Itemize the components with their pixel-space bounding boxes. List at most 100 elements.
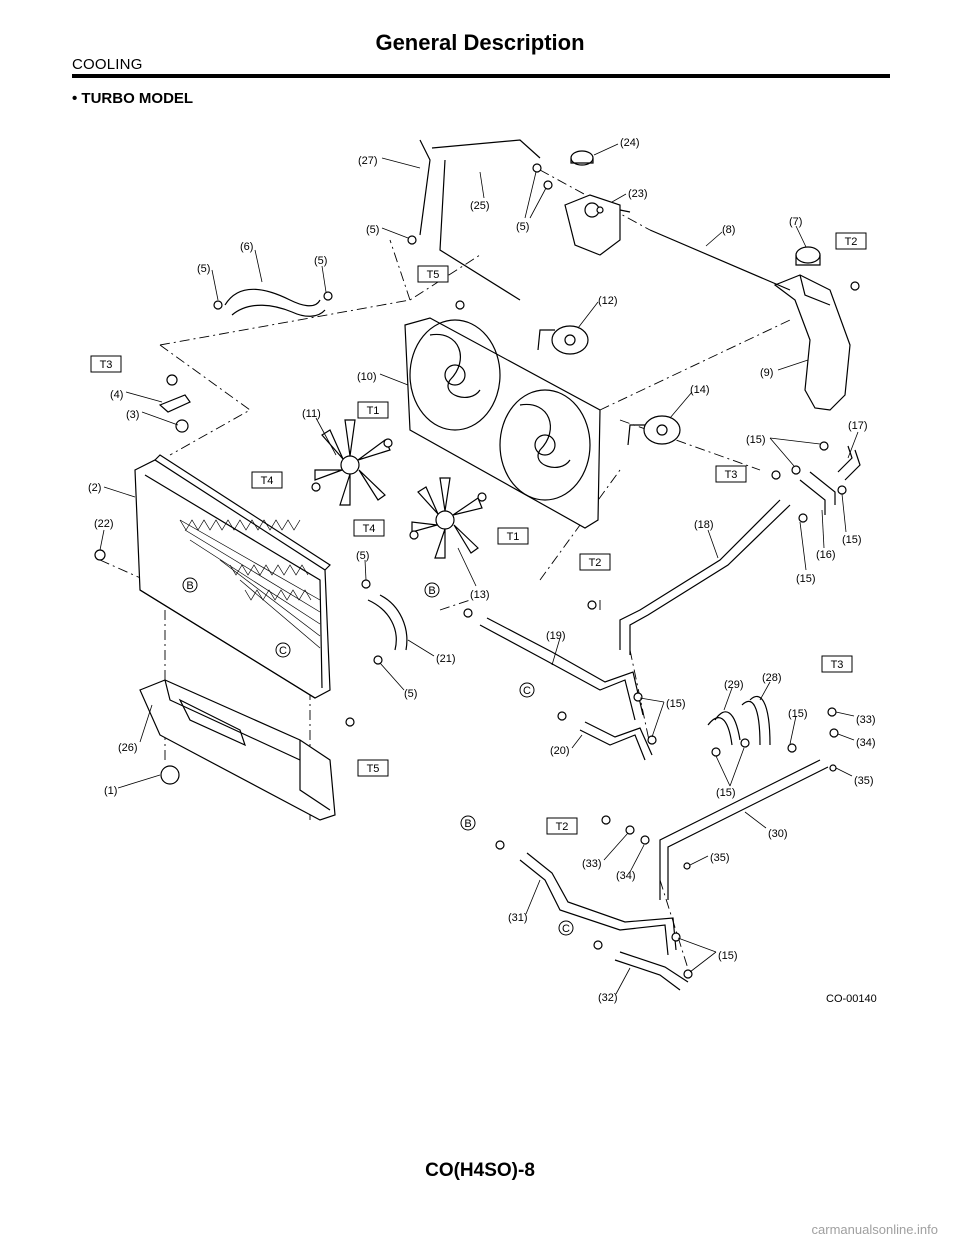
callout-label: (10) — [357, 371, 377, 383]
circled-marker: C — [519, 682, 535, 698]
torque-box: T5 — [357, 759, 389, 777]
torque-box-frame — [357, 759, 389, 777]
section-name: COOLING — [72, 56, 143, 73]
circled-marker-ring — [275, 642, 291, 658]
fan-blade-11 — [314, 419, 391, 506]
callout-label: (15) — [718, 950, 738, 962]
reservoir-tank-9 — [773, 246, 851, 411]
torque-box: T2 — [579, 553, 611, 571]
hose-29 — [707, 711, 741, 746]
torque-box-frame — [821, 655, 853, 673]
torque-box-frame — [546, 817, 578, 835]
callout-label: (28) — [762, 672, 782, 684]
hose-16 — [799, 471, 836, 515]
fan-blade-13 — [411, 477, 483, 559]
circled-marker-letter: B — [464, 818, 471, 830]
torque-box-label: T3 — [100, 359, 113, 371]
torque-box: T4 — [251, 471, 283, 489]
torque-box: T3 — [715, 465, 747, 483]
circled-marker-ring — [519, 682, 535, 698]
torque-box: T2 — [835, 232, 867, 250]
page-number: CO(H4SO)-8 — [425, 1160, 535, 1181]
torque-box-label: T5 — [427, 269, 440, 281]
callout-label: (34) — [616, 870, 636, 882]
fasteners — [94, 163, 860, 979]
callout-label: (5) — [314, 255, 327, 267]
torque-box: T5 — [417, 265, 449, 283]
hose-19 — [479, 617, 644, 721]
torque-box-label: T4 — [363, 523, 376, 535]
circled-marker: C — [275, 642, 291, 658]
callout-label: (35) — [854, 775, 874, 787]
torque-box-frame — [417, 265, 449, 283]
hose-32 — [614, 951, 689, 991]
header-rule — [72, 74, 890, 78]
hose-6 — [224, 288, 326, 317]
hose-28 — [741, 695, 771, 746]
torque-box-label: T2 — [845, 236, 858, 248]
torque-box: T4 — [353, 519, 385, 537]
callout-label: (13) — [470, 589, 490, 601]
circled-marker: B — [424, 582, 440, 598]
callout-label: (32) — [598, 992, 618, 1004]
callout-label: (20) — [550, 745, 570, 757]
circled-marker: B — [182, 577, 198, 593]
hose-31 — [519, 852, 677, 956]
callout-label: (16) — [816, 549, 836, 561]
callout-label: (15) — [746, 434, 766, 446]
callout-label: (26) — [118, 742, 138, 754]
circled-marker: C — [558, 920, 574, 936]
torque-box-frame — [835, 232, 867, 250]
callout-label: (5) — [197, 263, 210, 275]
diagram-reference-code: CO-00140 — [826, 993, 877, 1005]
callout-label: (9) — [760, 367, 773, 379]
torque-box: T3 — [90, 355, 122, 373]
pipe-30 — [659, 759, 829, 900]
radiator — [134, 454, 331, 699]
callout-labels: (1)(2)(3)(4)(5)(6)(5)(5)(27)(25)(5)(24)(… — [88, 137, 876, 1004]
hose-20 — [579, 721, 653, 761]
hose-17 — [837, 445, 861, 481]
overflow-pipe-8 — [649, 229, 791, 291]
circled-marker: B — [460, 815, 476, 831]
hose-27 — [419, 139, 541, 236]
filler-cap-24 — [570, 150, 594, 166]
torque-box-label: T3 — [831, 659, 844, 671]
callout-label: (19) — [546, 630, 566, 642]
leader-lines — [99, 143, 859, 995]
torque-box-frame — [357, 401, 389, 419]
callout-label: (15) — [796, 573, 816, 585]
torque-box-label: T2 — [589, 557, 602, 569]
circled-marker-ring — [182, 577, 198, 593]
torque-box-label: T5 — [367, 763, 380, 775]
torque-box-frame — [90, 355, 122, 373]
callout-label: (5) — [366, 224, 379, 236]
callout-label: (12) — [598, 295, 618, 307]
callout-label: (1) — [104, 785, 117, 797]
callout-label: (14) — [690, 384, 710, 396]
callout-label: (15) — [666, 698, 686, 710]
callout-label: (30) — [768, 828, 788, 840]
circled-markers: B C B C B C — [182, 577, 574, 936]
callout-label: (22) — [94, 518, 114, 530]
torque-box-label: T2 — [556, 821, 569, 833]
callout-label: (33) — [856, 714, 876, 726]
hose-21 — [367, 594, 408, 651]
pipe-18 — [619, 499, 791, 655]
callout-label: (35) — [710, 852, 730, 864]
circled-marker-letter: C — [279, 645, 287, 657]
callout-label: (5) — [516, 221, 529, 233]
callout-label: (5) — [356, 550, 369, 562]
torque-box-label: T1 — [367, 405, 380, 417]
callout-label: (31) — [508, 912, 528, 924]
callout-label: (3) — [126, 409, 139, 421]
hose-25 — [439, 159, 521, 301]
watermark: carmanualsonline.info — [811, 1222, 938, 1237]
callout-label: (34) — [856, 737, 876, 749]
callout-label: (23) — [628, 188, 648, 200]
circled-marker-letter: C — [523, 685, 531, 697]
callout-label: (7) — [789, 216, 802, 228]
callout-label: (33) — [582, 858, 602, 870]
page-title: General Description — [375, 30, 585, 55]
